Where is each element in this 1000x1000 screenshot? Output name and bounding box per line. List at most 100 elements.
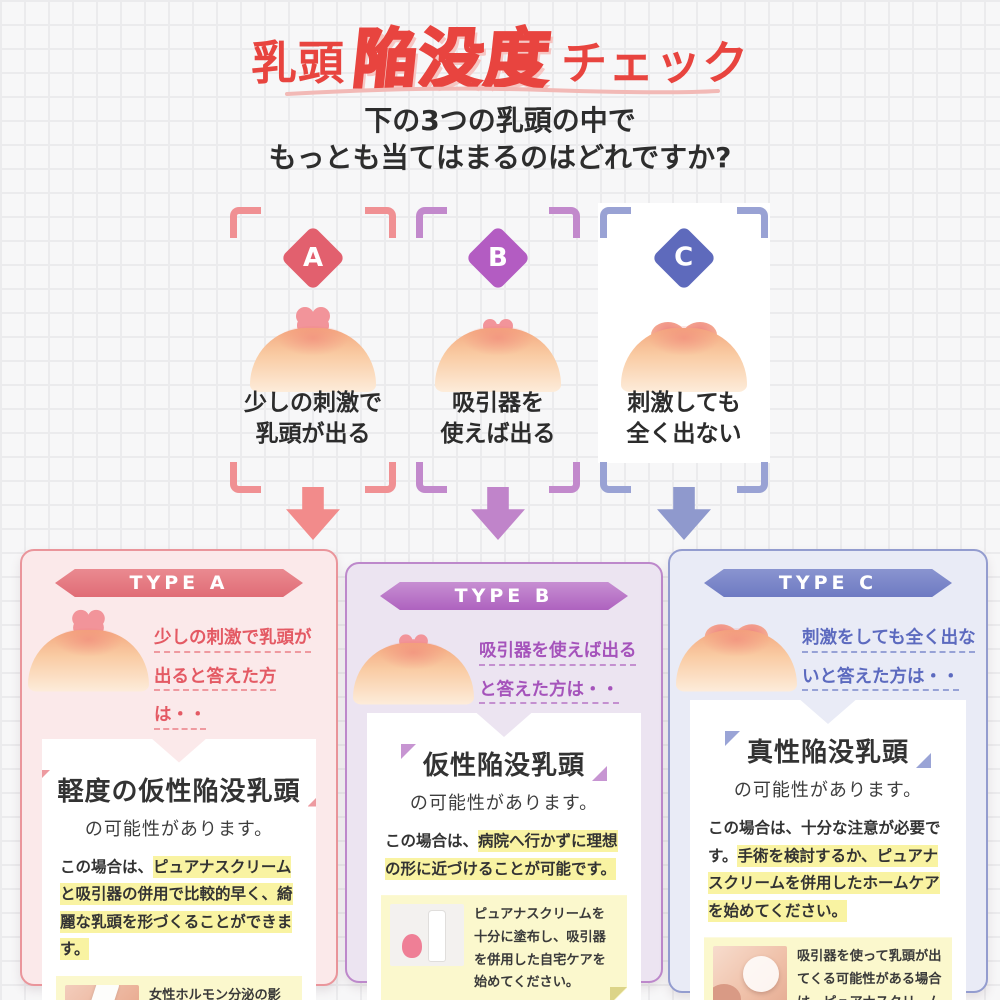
breast-dome-shape xyxy=(676,630,797,692)
option-a[interactable]: A 少しの刺激で 乳頭が出る xyxy=(230,200,396,545)
option-b-letter: B xyxy=(488,242,508,273)
page-header: 乳頭 陥没度 チェック xyxy=(0,6,1000,99)
breast-illustration-semi-protruding xyxy=(353,620,474,705)
type-a-lead-row: 少しの刺激で乳頭が出ると答えた方は・・ xyxy=(22,597,336,735)
bracket-corner-icon xyxy=(737,207,768,238)
page-title: 乳頭 陥没度 チェック xyxy=(0,6,1000,99)
corner-triangle-icon xyxy=(724,731,740,746)
option-b-caption-line-2: 使えば出る xyxy=(440,421,556,448)
type-b-lead-row: 吸引器を使えば出ると答えた方は・・ xyxy=(347,610,661,709)
option-b[interactable]: B 吸引器を 使えば出る xyxy=(416,200,580,545)
breast-dome-shape xyxy=(621,328,747,392)
type-c-note-text: 吸引器を使って乳頭が出てくる可能性がある場合は、ピュアナスクリームの使用をおすす… xyxy=(797,949,942,988)
down-arrow-icon xyxy=(471,487,525,540)
bracket-corner-icon xyxy=(549,207,580,238)
type-a-sticky-note: 女性ホルモン分泌の影響等で、乳頭の埋没が悪化することがあるため、早めの対策が肝要… xyxy=(56,976,302,1000)
title-part-3: チェック xyxy=(561,36,750,90)
title-part-1: 乳頭 xyxy=(250,36,345,90)
bracket-corner-icon xyxy=(549,462,580,493)
type-a-banner: TYPE A xyxy=(55,569,303,597)
option-a-caption-line-1: 少しの刺激で xyxy=(244,390,382,416)
cream-and-suction-device-photo xyxy=(390,904,464,966)
corner-triangle-icon xyxy=(400,744,416,759)
suction-device-on-breast-photo xyxy=(713,946,787,1000)
corner-triangle-icon xyxy=(592,766,607,781)
option-c-caption-line-2: 全く出ない xyxy=(626,421,742,448)
option-c[interactable]: C 刺激しても 全く出ない xyxy=(600,200,768,545)
type-c-body-text: この場合は、十分な注意が必要です。手術を検討するか、ピュアナスクリームを併用した… xyxy=(708,815,948,925)
breast-illustration-protruding xyxy=(28,607,149,692)
corner-triangle-icon xyxy=(916,753,931,768)
bracket-corner-icon xyxy=(230,462,261,493)
question-line-1: 下の3つの乳頭の中で xyxy=(364,104,636,137)
corner-triangle-icon xyxy=(42,769,51,785)
down-arrow-icon xyxy=(286,487,340,540)
type-b-body-intro: この場合は、 xyxy=(385,832,479,850)
type-c-banner: TYPE C xyxy=(704,569,952,597)
type-c-lead-row: 刺激をしても全く出ないと答えた方は・・ xyxy=(670,597,986,696)
corner-triangle-icon xyxy=(307,791,316,807)
type-b-note-text: ピュアナスクリームを十分に塗布し、吸引器を併用した自宅ケアを始めてください。 xyxy=(474,907,606,991)
type-a-diagnosis: 軽度の仮性陥没乳頭 xyxy=(57,776,301,807)
type-a-diagnosis-wrap: 軽度の仮性陥没乳頭 xyxy=(42,769,316,808)
bracket-corner-icon xyxy=(365,462,396,493)
type-b-banner: TYPE B xyxy=(380,582,628,610)
option-a-diamond-badge: A xyxy=(280,225,346,291)
type-c-diagnosis: 真性陥没乳頭 xyxy=(746,738,909,768)
type-c-diagnosis-suffix: の可能性があります。 xyxy=(733,780,923,801)
result-card-type-b: TYPE B 吸引器を使えば出ると答えた方は・・ 仮性陥没乳頭 の可能性がありま… xyxy=(345,562,663,1000)
option-a-letter: A xyxy=(302,243,324,273)
type-b-detail-box: 仮性陥没乳頭 の可能性があります。 この場合は、病院へ行かずに理想の形に近づける… xyxy=(367,713,641,1000)
breast-illustration-inverted xyxy=(621,304,747,392)
breast-illustration-inverted xyxy=(676,607,797,692)
type-a-body-intro: この場合は、 xyxy=(60,857,154,876)
option-c-caption: 刺激しても 全く出ない xyxy=(600,388,768,450)
question-line-2: もっとも当てはまるのはどれですか? xyxy=(268,141,732,175)
type-b-diagnosis-suffix: の可能性があります。 xyxy=(409,793,599,814)
option-b-caption: 吸引器を 使えば出る xyxy=(416,388,580,450)
breast-dome-shape xyxy=(250,328,376,392)
breast-dome-shape xyxy=(435,328,561,392)
type-b-body-text: この場合は、病院へ行かずに理想の形に近づけることが可能です。 xyxy=(385,828,623,883)
sticky-fold-corner xyxy=(610,987,627,1000)
breast-illustration-protruding xyxy=(250,304,376,392)
type-a-diagnosis-suffix: の可能性があります。 xyxy=(84,818,274,840)
option-a-caption: 少しの刺激で 乳頭が出る xyxy=(230,388,396,450)
type-a-detail-box: 軽度の仮性陥没乳頭 の可能性があります。 この場合は、ピュアナスクリームと吸引器… xyxy=(42,738,316,1000)
type-a-lead-text: 少しの刺激で乳頭が出ると答えた方は・・ xyxy=(154,628,312,725)
type-c-sticky-note: 吸引器を使って乳頭が出てくる可能性がある場合は、ピュアナスクリームの使用をおすす… xyxy=(704,937,952,1000)
bracket-corner-icon xyxy=(416,462,447,493)
result-card-type-a: TYPE A 少しの刺激で乳頭が出ると答えた方は・・ 軽度の仮性陥没乳頭 の可能… xyxy=(20,549,338,1000)
bracket-corner-icon xyxy=(365,207,396,238)
cream-tube-in-hand-photo xyxy=(65,985,139,1000)
type-c-lead-text: 刺激をしても全く出ないと答えた方は・・ xyxy=(802,628,976,687)
breast-dome-shape xyxy=(353,643,474,705)
result-card-type-c: TYPE C 刺激をしても全く出ないと答えた方は・・ 真性陥没乳頭 の可能性があ… xyxy=(668,549,988,1000)
option-c-caption-line-1: 刺激しても xyxy=(627,390,741,416)
type-a-body-text: この場合は、ピュアナスクリームと吸引器の併用で比較的早く、綺麗な乳頭を形づくるこ… xyxy=(60,854,298,964)
breast-illustration-semi-protruding xyxy=(435,304,561,392)
bracket-corner-icon xyxy=(600,207,631,238)
type-b-sticky-note: ピュアナスクリームを十分に塗布し、吸引器を併用した自宅ケアを始めてください。 xyxy=(381,895,627,1000)
option-c-diamond-badge: C xyxy=(651,225,717,291)
question-text: 下の3つの乳頭の中で もっとも当てはまるのはどれですか? xyxy=(0,102,1000,176)
type-b-diagnosis: 仮性陥没乳頭 xyxy=(422,751,585,781)
type-a-note-text: 女性ホルモン分泌の影響等で、乳頭の埋没が悪化することがあるため、早めの対策が肝要… xyxy=(149,987,281,1000)
type-c-detail-box: 真性陥没乳頭 の可能性があります。 この場合は、十分な注意が必要です。手術を検討… xyxy=(690,700,966,1000)
down-arrow-icon xyxy=(657,487,711,540)
bracket-corner-icon xyxy=(600,462,631,493)
type-b-diagnosis-wrap: 仮性陥没乳頭 xyxy=(400,744,607,782)
type-c-body-intro: この場合は、十分な注意が必要です。 xyxy=(708,819,941,865)
type-c-body-highlight: 手術を検討するか、ピュアナスクリームを併用したホームケアを始めてください。 xyxy=(708,844,940,922)
bracket-corner-icon xyxy=(230,207,261,238)
option-b-diamond-badge: B xyxy=(465,225,531,291)
type-b-lead-text: 吸引器を使えば出ると答えた方は・・ xyxy=(479,641,637,700)
bracket-corner-icon xyxy=(737,462,768,493)
bracket-corner-icon xyxy=(416,207,447,238)
title-underline-swoosh xyxy=(285,86,720,96)
breast-dome-shape xyxy=(28,630,149,692)
type-c-diagnosis-wrap: 真性陥没乳頭 xyxy=(724,731,931,769)
option-a-caption-line-2: 乳頭が出る xyxy=(255,421,371,448)
option-b-caption-line-1: 吸引器を xyxy=(452,390,544,416)
